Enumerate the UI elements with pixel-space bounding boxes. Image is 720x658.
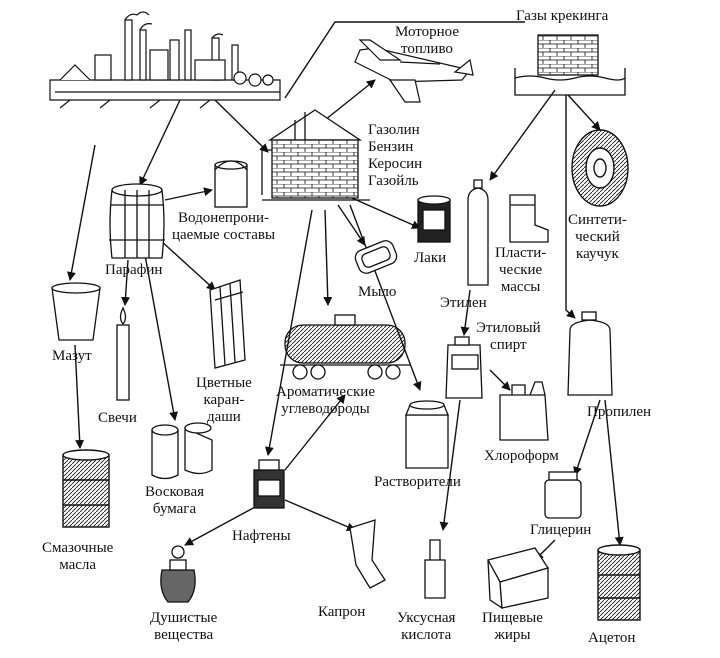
connector bbox=[159, 239, 216, 291]
label-wax-paper: Восковая бумага bbox=[145, 484, 205, 517]
label-plastics: Пласти- ческие массы bbox=[495, 245, 547, 295]
connector bbox=[284, 499, 356, 531]
connector bbox=[489, 369, 511, 391]
label-perfumes: Душистые вещества bbox=[150, 610, 218, 643]
label-chloroform: Хлороформ bbox=[484, 448, 559, 464]
label-propylene: Пропилен bbox=[587, 404, 652, 420]
label-acetone: Ацетон bbox=[588, 630, 636, 646]
connector bbox=[121, 259, 131, 306]
connector bbox=[565, 95, 576, 319]
connector bbox=[604, 399, 624, 546]
cup-icon bbox=[51, 282, 101, 341]
canister-icon bbox=[499, 381, 549, 441]
label-lacquers: Лаки bbox=[414, 250, 447, 266]
acetone-drum-icon bbox=[597, 544, 641, 621]
label-waterproof: Водонепрони- цаемые составы bbox=[172, 210, 276, 243]
connector bbox=[460, 289, 471, 336]
distillation-tower-icon bbox=[261, 109, 370, 201]
label-ethylene: Этилен bbox=[440, 295, 487, 311]
glycerin-jar-icon bbox=[544, 471, 582, 519]
spray-bottle-icon bbox=[467, 179, 489, 286]
lacquer-can-icon bbox=[417, 195, 451, 243]
label-synthetic-rubber: Синтети- ческий каучук bbox=[568, 212, 627, 262]
connector bbox=[337, 204, 366, 246]
label-naphthenes: Нафтены bbox=[232, 528, 291, 544]
connector bbox=[324, 79, 376, 121]
label-acetic-acid: Уксусная кислота bbox=[397, 610, 456, 643]
cracking-tank-icon bbox=[514, 34, 626, 96]
label-kapron: Капрон bbox=[318, 604, 366, 620]
label-mazut: Мазут bbox=[52, 348, 92, 364]
jug-icon bbox=[445, 336, 483, 399]
airplane-icon bbox=[354, 39, 474, 103]
label-solvents: Растворители bbox=[374, 474, 461, 490]
boot-icon bbox=[509, 194, 549, 243]
label-paraffin: Парафин bbox=[105, 262, 163, 278]
label-lubricating-oils: Смазочные масла bbox=[42, 540, 114, 573]
refinery-icon bbox=[49, 11, 281, 109]
food-box-icon bbox=[487, 547, 550, 610]
paper-rolls-icon bbox=[151, 422, 213, 480]
label-cracking-gases: Газы крекинга bbox=[516, 8, 609, 24]
barrel-icon bbox=[109, 183, 165, 259]
connector bbox=[144, 254, 178, 421]
label-motor-fuel: Моторное топливо bbox=[395, 24, 459, 57]
paint-can-icon bbox=[214, 160, 248, 208]
connector bbox=[573, 399, 601, 476]
label-ethyl-alcohol: Этиловый спирт bbox=[476, 320, 541, 353]
connector bbox=[489, 89, 556, 181]
soap-icon bbox=[354, 240, 398, 274]
connector bbox=[349, 204, 422, 391]
label-fractions: Газолин Бензин Керосин Газойль bbox=[368, 122, 423, 189]
connector bbox=[567, 94, 601, 131]
label-aromatic: Ароматические углеводороды bbox=[276, 384, 375, 417]
connector bbox=[284, 394, 346, 471]
connector bbox=[214, 99, 269, 153]
connector bbox=[67, 144, 96, 281]
label-candles: Свечи bbox=[98, 410, 137, 426]
perfume-bottle-icon bbox=[160, 545, 196, 603]
acid-bottle-icon bbox=[424, 539, 446, 599]
tank-car-icon bbox=[280, 314, 410, 380]
candle-icon bbox=[116, 306, 130, 401]
medicine-bottle-icon bbox=[253, 459, 285, 509]
connector bbox=[139, 99, 181, 186]
label-food-fats: Пищевые жиры bbox=[482, 610, 543, 643]
connector bbox=[74, 344, 85, 449]
connector bbox=[439, 399, 461, 531]
tire-icon bbox=[571, 129, 629, 207]
connector bbox=[323, 209, 333, 306]
milk-can-icon bbox=[405, 400, 449, 469]
oil-drum-icon bbox=[62, 449, 110, 528]
stocking-icon bbox=[349, 519, 386, 589]
label-glycerin: Глицерин bbox=[530, 522, 592, 538]
label-pencils: Цветные каран- даши bbox=[196, 375, 252, 425]
jar-icon bbox=[567, 311, 613, 396]
connector bbox=[284, 21, 525, 99]
label-soap: Мыло bbox=[358, 284, 397, 300]
pencils-icon bbox=[209, 279, 246, 369]
connector bbox=[164, 187, 213, 201]
